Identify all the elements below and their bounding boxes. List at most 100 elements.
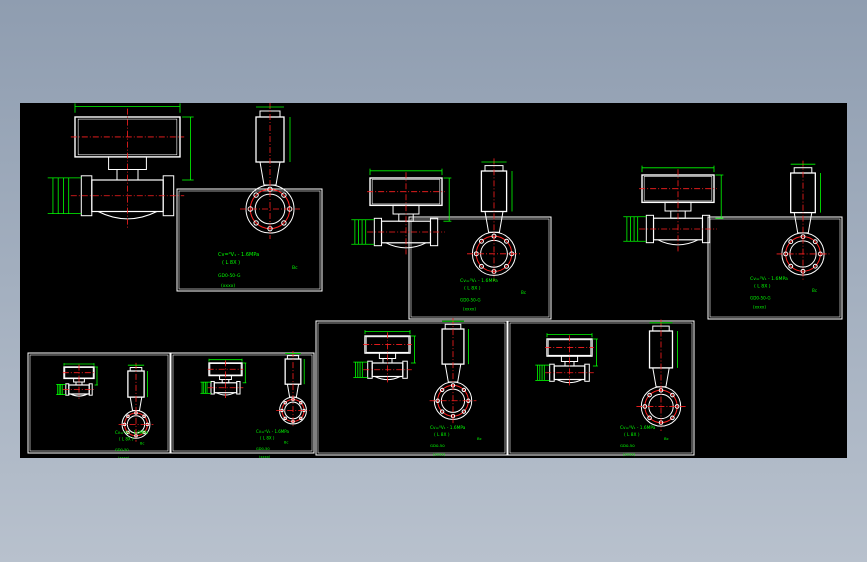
bolt-hole (812, 263, 818, 269)
sheet-frame-inner (509, 322, 693, 454)
sheet-frame-outer (27, 352, 171, 454)
model-sub: (xxxx) (433, 452, 446, 457)
bolt-hole (788, 239, 794, 245)
bolt-hole (126, 414, 130, 419)
spec-note: Cv=⁰V₁ - 1.6MPa (430, 425, 466, 431)
bolt-hole (647, 392, 652, 398)
body-bottom (385, 242, 427, 249)
spec-note: Cv=⁰V₁ - 1.6MPa (218, 252, 259, 258)
sheet-2: Cv=⁰V₁ - 1.6MPa( L 8X )GD0-50-G(xxxx)Bc (351, 158, 552, 320)
sheet-frame-outer (315, 320, 508, 456)
bolt-hole (461, 409, 467, 414)
sheet-mark: Bc (477, 436, 482, 441)
sheet-frame-inner (410, 218, 550, 318)
body-bottom (657, 239, 699, 246)
valve-end-view (118, 362, 154, 442)
valve-side-view (351, 168, 452, 255)
sheet-4: Cv=⁰V₁ - 1.6MPa( L 8X )GD0-50(xxxx)Bc (27, 352, 171, 458)
valve-side-view (47, 103, 194, 229)
bolt-hole (281, 192, 287, 198)
sheet-frame-outer (707, 216, 843, 320)
spec-note: Cv=⁰V₁ - 1.6MPa (256, 429, 289, 434)
valve-end-view (776, 160, 830, 281)
model-sub: (xxxx) (463, 307, 476, 312)
bolt-hole (504, 263, 510, 269)
bolt-hole (281, 220, 287, 226)
bolt-hole (504, 238, 510, 244)
sheet-frame-outer (176, 188, 323, 292)
sheet-7: Cv=⁰V₁ - 1.6MPa( L 8X )GD0-50(xxxx)Bc (507, 319, 695, 457)
bolt-hole (478, 238, 484, 244)
body-bottom (70, 393, 88, 397)
pressure-note: ( L 8X ) (464, 285, 481, 291)
sheet-1: Cv=⁰V₁ - 1.6MPa ( L 8X ) GD0-50-G (xxxx) Bc (47, 103, 323, 292)
sheet-5: Cv=⁰V₁ - 1.6MPa( L 8X ) GD0-50 (xxxx) Bc (170, 351, 315, 458)
sheet-frame-outer (408, 216, 552, 320)
cad-drawing: Cv=⁰V₁ - 1.6MPa( L 8X )GD0-50-G(xxxx)BcC… (27, 103, 843, 458)
position-indicator (444, 323, 462, 330)
model-sub: (xxxx) (221, 283, 235, 289)
bolt-hole (299, 416, 303, 421)
sheet-frame-inner (317, 322, 506, 454)
bolt-hole (142, 430, 146, 435)
model-code: GD0-50 (430, 443, 445, 448)
bolt-hole (439, 387, 445, 393)
bolt-hole (788, 263, 794, 269)
bolt-hole (253, 192, 259, 198)
sheet-6: Cv=⁰V₁ - 1.6MPa( L 8X ) GD0-50 (xxxx) Bc (315, 318, 508, 457)
pressure-note: ( L 8X ) (624, 432, 640, 438)
model-code: GD0-50 (620, 443, 635, 448)
sheet-frame-inner (178, 190, 321, 290)
model-code: GD0-50 (115, 448, 129, 452)
bolt-hole (299, 400, 303, 405)
valve-end-view (240, 103, 300, 239)
spec-note: Cv=⁰V₁ - 1.6MPa (750, 276, 788, 282)
bolt-hole (642, 404, 648, 409)
model-code: GD0-50 (256, 447, 270, 451)
bolt-hole (812, 239, 818, 245)
spec-note: Cv=⁰V₁ - 1.6MPa (460, 278, 498, 284)
model-code: GD0-50-G (460, 297, 481, 302)
bolt-hole (435, 398, 440, 403)
pressure-note: ( L 8X ) (260, 435, 275, 440)
valve-end-view (429, 318, 477, 425)
model-sub: (xxxx) (623, 452, 636, 457)
valve-side-view (56, 363, 98, 399)
bolt-hole (439, 409, 445, 414)
model-code: GD0-50-G (218, 273, 241, 279)
sheet-frame-outer (507, 320, 695, 456)
bolt-hole (283, 400, 287, 405)
pressure-note: ( L 8X ) (434, 432, 450, 438)
pressure-note: ( L 8X ) (119, 436, 134, 441)
bolt-hole (478, 263, 484, 269)
model-sub: (xxxx) (753, 305, 766, 310)
valve-end-view (276, 351, 310, 428)
bolt-hole (647, 415, 652, 421)
valve-end-view (467, 158, 521, 281)
pressure-note: ( L 8X ) (222, 260, 240, 266)
bolt-hole (142, 414, 146, 419)
valve-side-view (200, 358, 247, 398)
valve-side-view (623, 165, 724, 252)
sheet-mark: Bc (812, 288, 818, 293)
sheet-mark: Bc (140, 441, 144, 445)
bolt-hole (126, 430, 130, 435)
model-sub: (xxxx) (259, 455, 271, 458)
sheet-frame-outer (170, 352, 315, 454)
sheet-frame-inner (172, 354, 313, 452)
position-indicator (652, 325, 670, 332)
sheet-mark: Bc (284, 440, 288, 444)
valve-side-view (353, 330, 416, 384)
bolt-hole (670, 392, 675, 398)
spec-note: Cv=⁰V₁ - 1.6MPa (115, 430, 148, 435)
bolt-hole (670, 415, 675, 421)
bolt-hole (283, 416, 287, 421)
actuator-end (648, 330, 674, 369)
flange-right (236, 380, 241, 395)
sheet-frame-inner (709, 218, 841, 318)
sheet-3: Cv=⁰V₁ - 1.6MPa( L 8X )GD0-50-G(xxxx)Bc (623, 160, 843, 320)
bolt-hole (253, 220, 259, 226)
sheet-mark: Bc (664, 436, 669, 441)
sheet-mark: Bc (292, 265, 298, 271)
